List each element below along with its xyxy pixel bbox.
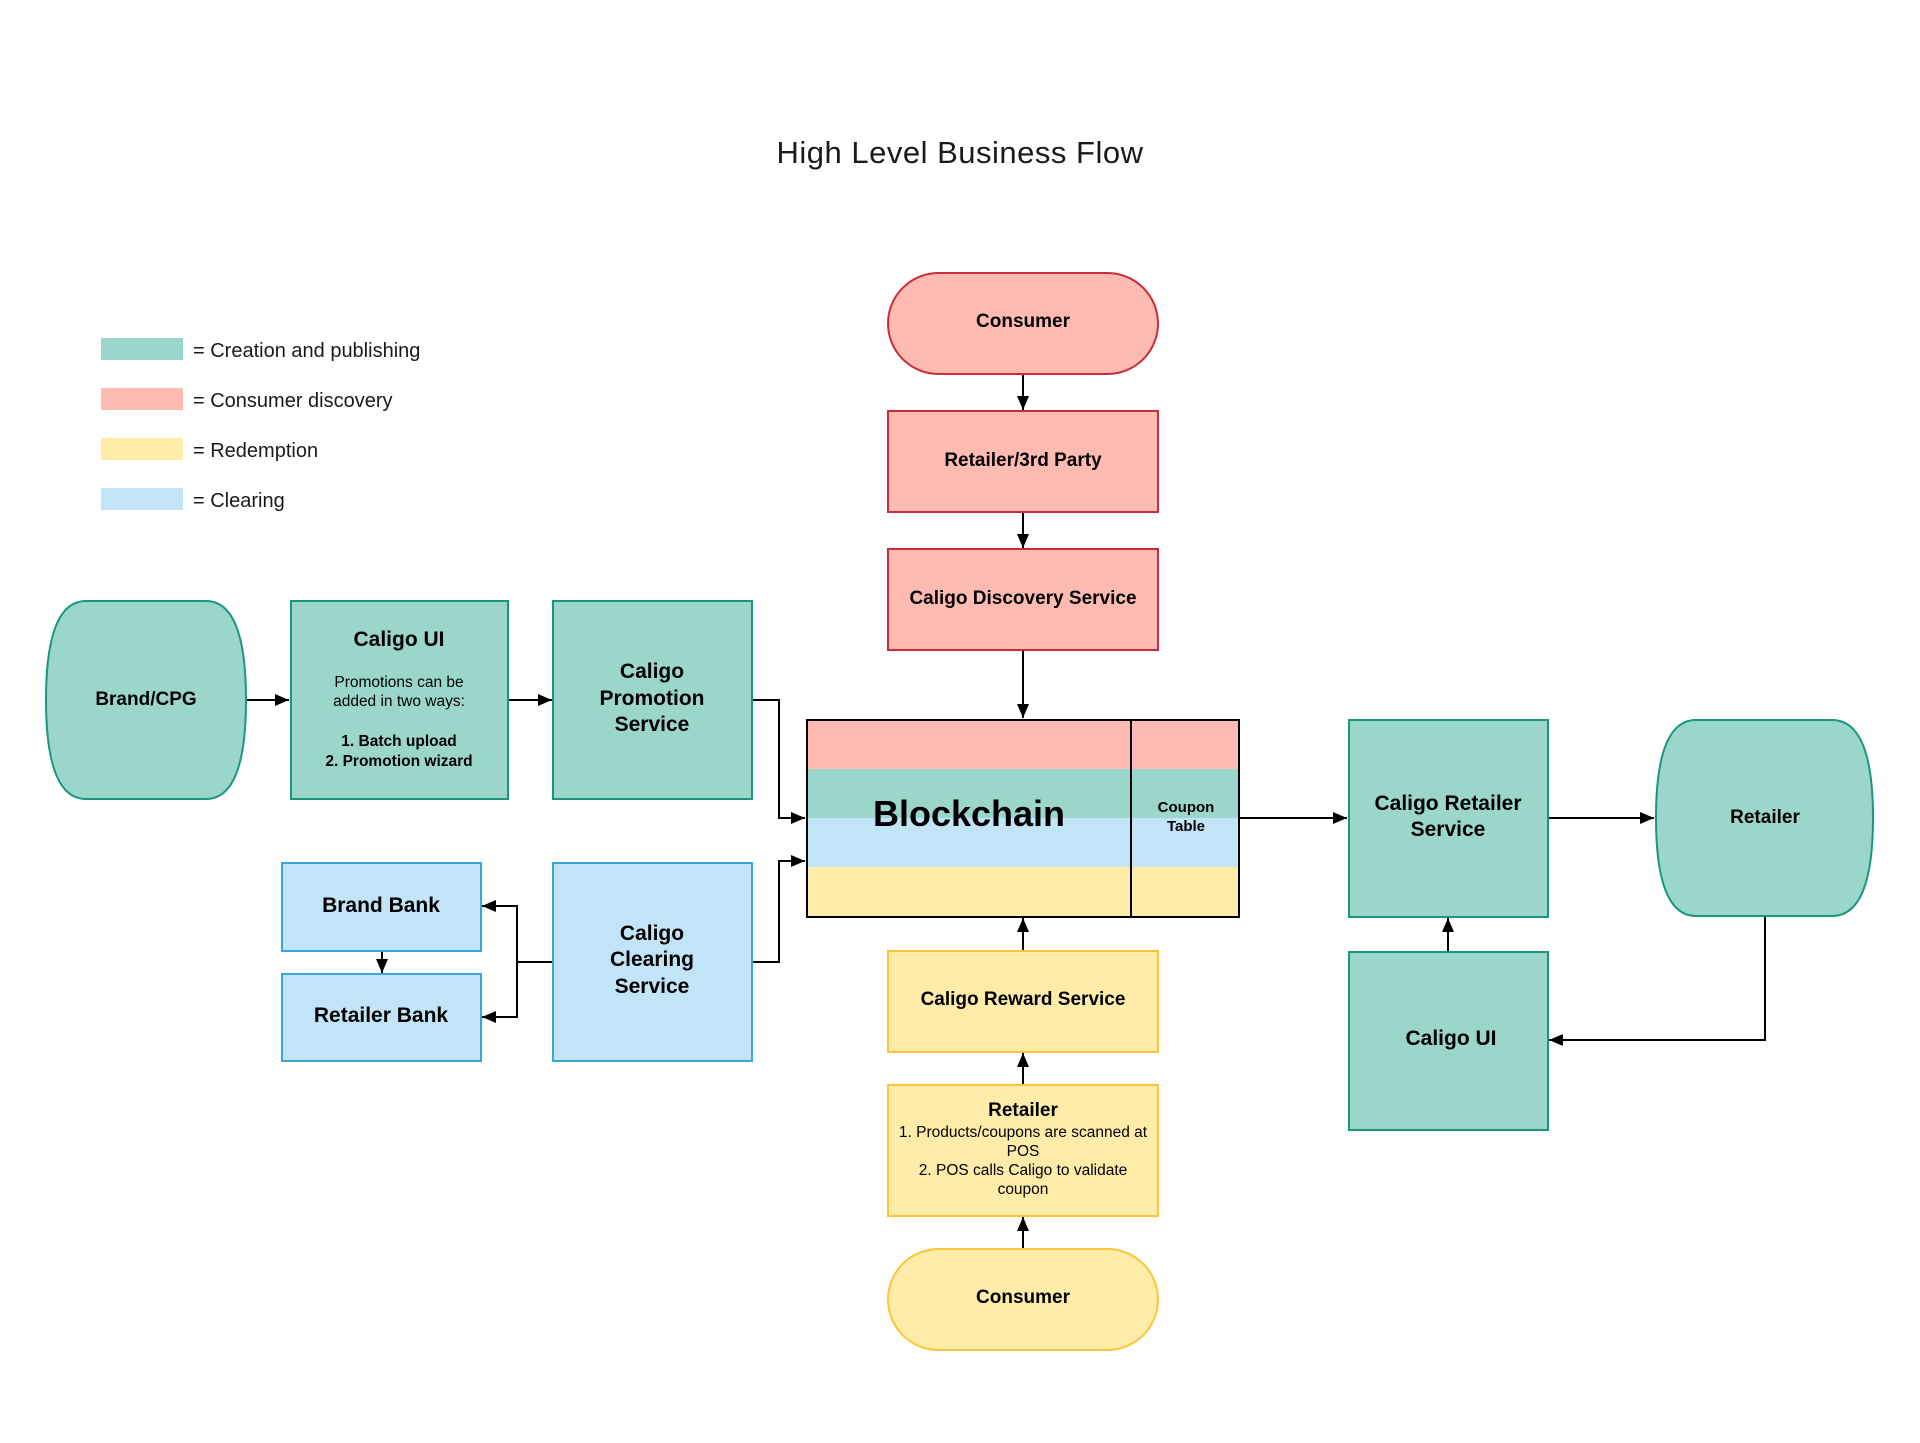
retailer-pos-line-2: POS: [1007, 1143, 1040, 1160]
caligo-ui-left-item-2: 2. Promotion wizard: [325, 753, 472, 770]
discovery-service-label: Caligo Discovery Service: [909, 588, 1136, 609]
blockchain-band-creation: [807, 769, 1239, 818]
retailer-service-shape: [1348, 719, 1549, 918]
blockchain-border: [806, 719, 1240, 918]
reward-service-shape: [887, 950, 1159, 1053]
node-retailer-service[interactable]: Caligo Retailer Service: [1348, 719, 1549, 918]
retailer-pos-line-1: 1. Products/coupons are scanned at: [899, 1124, 1148, 1141]
legend-label-redemption: = Redemption: [193, 440, 318, 462]
caligo-ui-left-desc-2: added in two ways:: [333, 693, 465, 710]
legend: = Creation and publishing = Consumer dis…: [101, 338, 420, 512]
node-retailer-3rd-party[interactable]: Retailer/3rd Party: [887, 410, 1159, 513]
blockchain-band-discovery: [807, 720, 1239, 769]
retailer-pos-line-4: coupon: [998, 1181, 1049, 1198]
consumer-bottom-shape: [887, 1248, 1159, 1351]
node-retailer-right[interactable]: Retailer: [1654, 719, 1875, 917]
node-retailer-bank[interactable]: Retailer Bank: [281, 973, 482, 1062]
node-retailer-pos[interactable]: Retailer 1. Products/coupons are scanned…: [887, 1084, 1159, 1217]
brand-bank-shape: [281, 862, 482, 952]
reward-service-label: Caligo Reward Service: [921, 989, 1126, 1010]
caligo-ui-right-label: Caligo UI: [1405, 1027, 1496, 1050]
discovery-service-shape: [887, 548, 1159, 651]
blockchain-band-redemption: [807, 867, 1239, 916]
caligo-ui-right-shape: [1348, 951, 1549, 1131]
node-consumer-top[interactable]: Consumer: [887, 272, 1159, 375]
legend-swatch-redemption: [101, 438, 183, 460]
retailer-service-line-1: Caligo Retailer: [1374, 792, 1521, 815]
node-consumer-bottom[interactable]: Consumer: [887, 1248, 1159, 1351]
legend-swatch-creation: [101, 338, 183, 360]
consumer-top-label: Consumer: [976, 311, 1071, 332]
brand-cpg-label: Brand/CPG: [95, 689, 196, 710]
blockchain-band-clearing: [807, 818, 1239, 867]
retailer-pos-shape: [887, 1084, 1159, 1217]
promotion-service-line-1: Caligo: [620, 660, 684, 683]
legend-swatch-clearing: [101, 488, 183, 510]
caligo-ui-left-shape: [290, 600, 509, 800]
legend-label-clearing: = Clearing: [193, 490, 285, 512]
caligo-ui-left-title: Caligo UI: [353, 628, 444, 651]
retailer-3rd-party-shape: [887, 410, 1159, 513]
edge-retailer-to-caligo-ui: [1549, 917, 1766, 1046]
node-promotion-service[interactable]: Caligo Promotion Service: [552, 600, 753, 800]
node-caligo-ui-left[interactable]: Caligo UI Promotions can be added in two…: [290, 600, 509, 800]
coupon-table-line-2: Table: [1167, 818, 1205, 835]
node-reward-service[interactable]: Caligo Reward Service: [887, 950, 1159, 1053]
retailer-pos-line-3: 2. POS calls Caligo to validate: [919, 1162, 1128, 1179]
legend-label-creation: = Creation and publishing: [193, 340, 420, 362]
retailer-service-line-2: Service: [1411, 818, 1486, 841]
clearing-service-line-2: Clearing: [610, 948, 694, 971]
connectors: [246, 374, 1766, 1249]
consumer-bottom-label: Consumer: [976, 1287, 1071, 1308]
edge-promotion-to-blockchain: [752, 699, 805, 824]
promotion-service-line-2: Promotion: [600, 687, 705, 710]
brand-bank-label: Brand Bank: [322, 894, 440, 917]
retailer-bank-shape: [281, 973, 482, 1062]
clearing-service-line-3: Service: [615, 975, 690, 998]
retailer-bank-label: Retailer Bank: [314, 1004, 449, 1027]
brand-cpg-shape: [44, 600, 248, 800]
edge-clearing-to-brand-bank: [482, 900, 518, 962]
edge-clearing-to-retailer-bank: [482, 962, 518, 1023]
node-blockchain[interactable]: Blockchain Coupon Table: [806, 719, 1240, 918]
diagram-title: High Level Business Flow: [777, 135, 1144, 170]
node-brand-bank[interactable]: Brand Bank: [281, 862, 482, 952]
blockchain-label: Blockchain: [873, 793, 1065, 834]
clearing-service-line-1: Caligo: [620, 922, 684, 945]
caligo-ui-left-desc-1: Promotions can be: [334, 674, 463, 691]
consumer-top-shape: [887, 272, 1159, 375]
legend-swatch-discovery: [101, 388, 183, 410]
retailer-right-shape: [1654, 719, 1875, 917]
node-clearing-service[interactable]: Caligo Clearing Service: [552, 862, 753, 1062]
retailer-right-label: Retailer: [1730, 807, 1800, 828]
coupon-table-line-1: Coupon: [1158, 799, 1215, 816]
edge-clearing-to-blockchain: [752, 855, 805, 963]
retailer-3rd-party-label: Retailer/3rd Party: [944, 450, 1102, 471]
node-brand-cpg[interactable]: Brand/CPG: [44, 600, 248, 800]
clearing-service-shape: [552, 862, 753, 1062]
caligo-ui-left-item-1: 1. Batch upload: [341, 733, 456, 750]
node-discovery-service[interactable]: Caligo Discovery Service: [887, 548, 1159, 651]
promotion-service-shape: [552, 600, 753, 800]
legend-label-discovery: = Consumer discovery: [193, 390, 393, 412]
retailer-pos-title: Retailer: [988, 1100, 1058, 1121]
promotion-service-line-3: Service: [615, 713, 690, 736]
node-caligo-ui-right[interactable]: Caligo UI: [1348, 951, 1549, 1131]
